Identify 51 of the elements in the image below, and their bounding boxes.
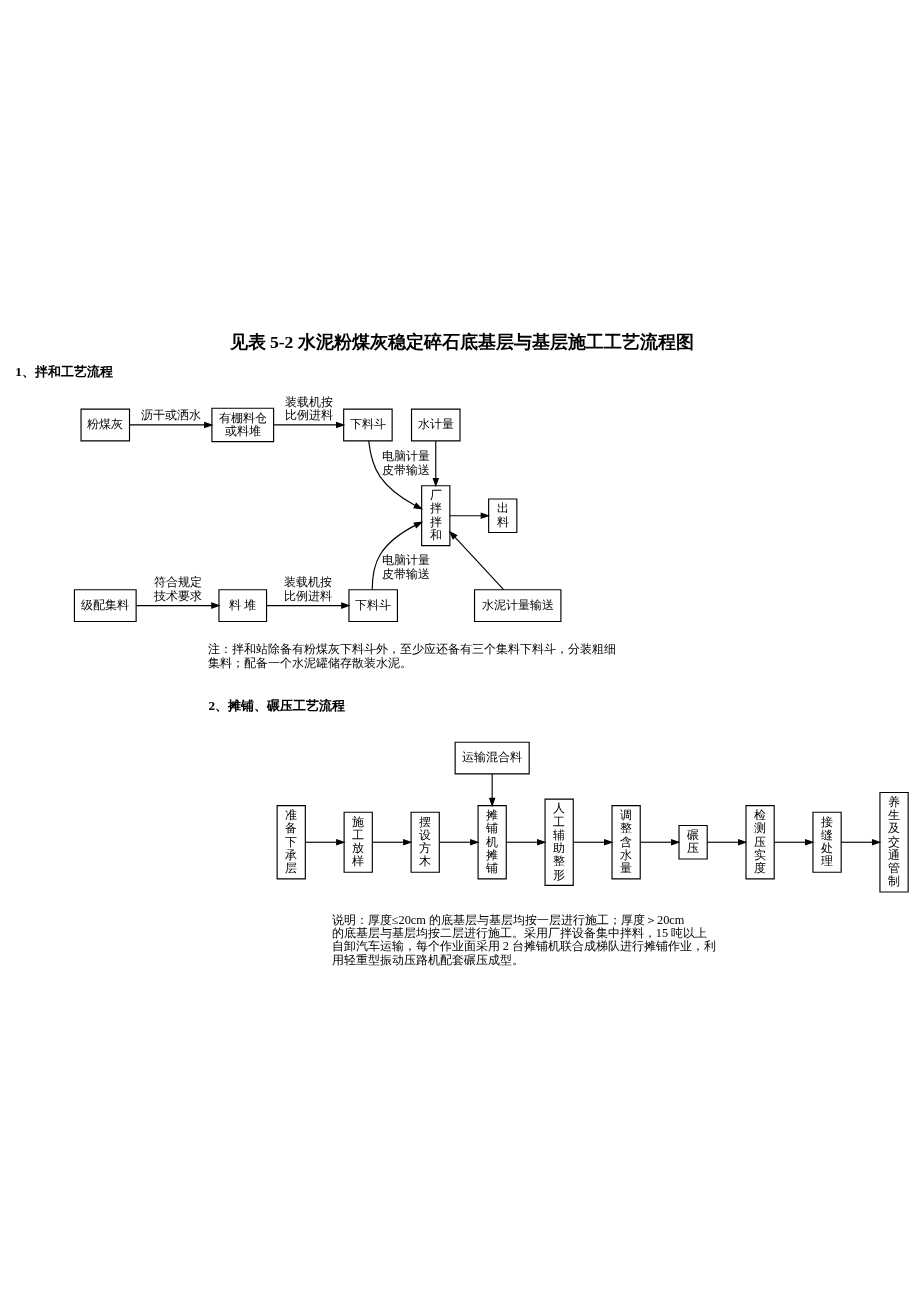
arrow [488,773,496,808]
label: 说明：厚度≤20cm 的底基层与基层均按一层进行施工；厚度＞20cm 的底基层与基层均按二层进行施工。采用厂拌设备集中拌料，15 吨以上自卸汽车运输，每个作业面采用 2 台摊铺机联合成梯队进行摊铺作业，利用轻重型振动压路机配套碾压成型。 [331,912,717,967]
arrow [273,421,346,429]
node-box: 粉煤灰 [80,408,131,442]
node-box: 准备下承层 [276,805,306,880]
node-box: 下料斗 [348,589,398,623]
arrow [304,838,346,846]
node-box: 人工辅助整形 [544,798,574,886]
node-box: 施工放样 [343,811,373,873]
arrow [706,838,748,846]
node-box: 摆设方木 [410,811,440,873]
node-box: 级配集料 [73,589,137,623]
edge-label: 电脑计量皮带输送 [381,553,430,581]
arrow [449,512,491,519]
node-box: 水泥计量输送 [473,589,562,623]
node-box: 有棚料仓或料堆 [211,407,275,443]
arrow [371,521,424,591]
edge-label: 装载机按比例进料 [284,394,333,422]
diagram-title: 见表 5-2 水泥粉煤灰稳定碎石底基层与基层施工工艺流程图 [229,332,694,353]
arrow [371,838,413,846]
node-box: 碾压 [678,824,708,860]
node-box: 水计量 [410,408,461,442]
arrow [432,440,440,488]
edge-label: 沥干或洒水 [140,407,201,422]
node-box: 检测压实度 [745,805,775,880]
arrow [505,838,547,846]
node-box: 出料 [488,498,518,534]
node-box: 调整含水量 [611,805,641,880]
arrow [840,838,882,846]
edge-label: 电脑计量皮带输送 [381,449,430,477]
label: 注：拌和站除备有粉煤灰下料斗外，至少应还备有三个集料下料斗，分装粗细集料；配备一个水泥罐储存散装水泥。 [208,642,617,670]
label: 1、拌和工艺流程 [15,364,113,380]
node-box: 摊铺机摊铺 [477,805,507,880]
arrow [773,838,815,846]
arrow [572,838,614,846]
node-box: 料 堆 [218,589,268,623]
label: 2、摊铺、碾压工艺流程 [208,698,345,714]
edge-label: 装载机按比例进料 [283,575,332,603]
arrow [448,530,505,591]
arrow [368,440,423,510]
arrow [266,602,351,609]
node-box: 养生及交通管制 [879,791,909,893]
node-box: 下料斗 [343,408,393,442]
node-box: 厂拌拌和 [421,485,451,547]
edge-label: 符合规定技术要求 [153,575,202,603]
arrow [639,838,681,846]
arrow [128,421,214,429]
arrow [135,602,221,609]
node-box: 运输混合料 [454,741,530,775]
arrow [438,838,480,846]
node-box: 接缝处理 [812,811,842,873]
